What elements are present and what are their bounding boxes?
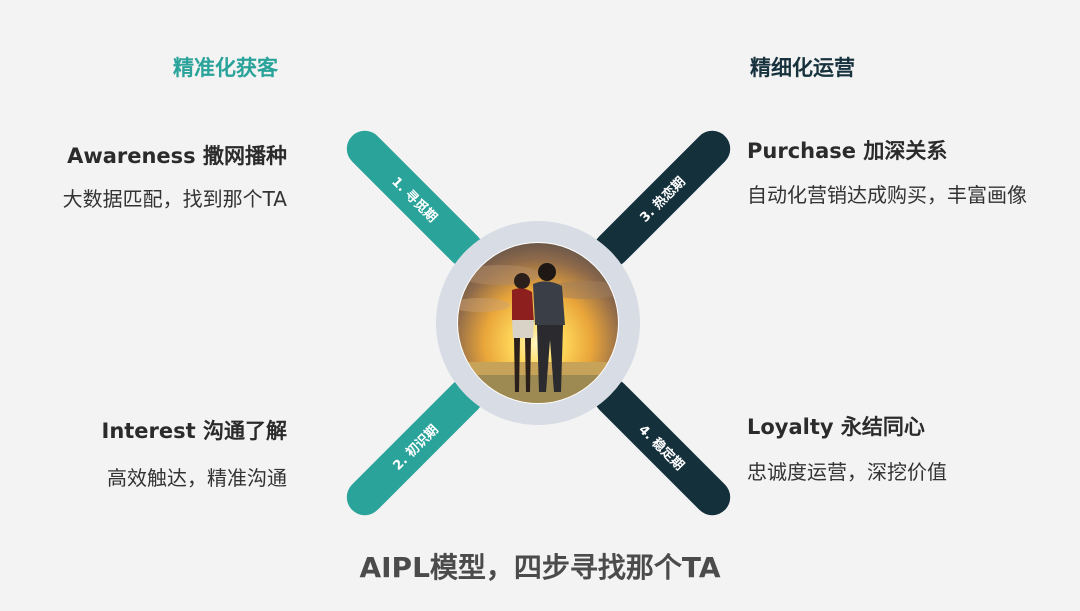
section-title-operation: 精细化运营 bbox=[750, 56, 855, 80]
stage-loyalty-desc: 忠诚度运营，深挖价值 bbox=[747, 460, 947, 484]
stage-purchase-title: Purchase 加深关系 bbox=[747, 139, 948, 163]
stage-awareness-desc: 大数据匹配，找到那个TA bbox=[62, 187, 287, 211]
stage-awareness-title: Awareness 撒网播种 bbox=[67, 144, 287, 168]
stage-purchase-desc: 自动化营销达成购买，丰富画像 bbox=[747, 183, 1027, 207]
stage-interest-title: Interest 沟通了解 bbox=[101, 419, 288, 443]
section-title-acquisition: 精准化获客 bbox=[173, 56, 278, 80]
stage-loyalty-title: Loyalty 永结同心 bbox=[747, 415, 925, 439]
stage-interest-desc: 高效触达，精准沟通 bbox=[107, 466, 287, 490]
main-title: AIPL模型，四步寻找那个TA bbox=[359, 551, 721, 584]
